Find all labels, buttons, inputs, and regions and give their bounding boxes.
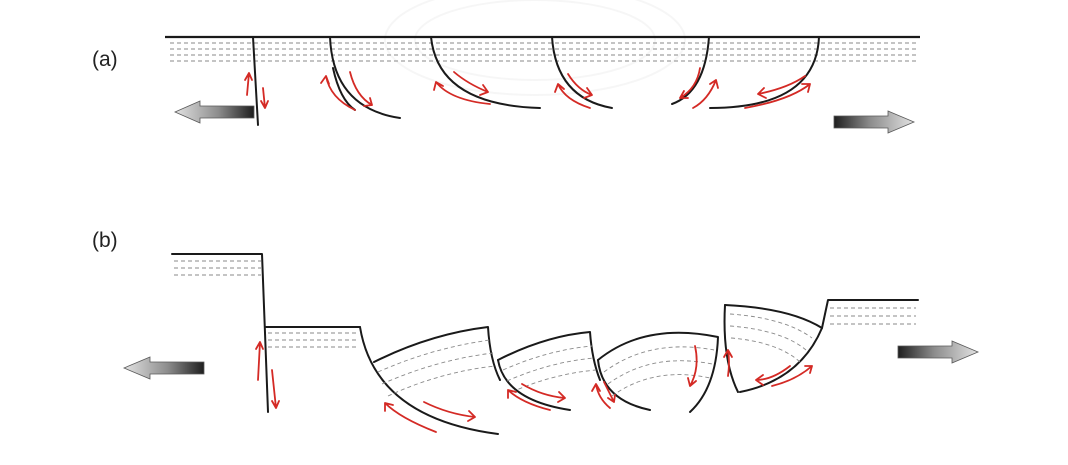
left-footwall-strata <box>174 260 261 276</box>
rotated-block <box>597 331 719 413</box>
watermark-emblem <box>384 0 686 96</box>
panel-a-slip-arrows <box>244 67 811 111</box>
listric-fault <box>430 36 541 109</box>
panel-a: (a) <box>92 35 920 134</box>
rotated-block-4-strata <box>729 313 813 363</box>
slip-arrow <box>723 349 733 377</box>
slip-arrow <box>771 365 813 387</box>
slip-arrow <box>384 402 437 433</box>
slip-arrow <box>320 75 356 111</box>
rotated-block-2-strata <box>502 345 597 393</box>
rotated-block <box>497 331 601 381</box>
extension-arrow-right <box>833 110 916 134</box>
listric-fault <box>709 36 820 109</box>
left-footwall-block <box>171 253 269 413</box>
panel-b-label: (b) <box>92 229 118 252</box>
slip-arrow <box>744 83 811 109</box>
slip-arrow <box>554 83 591 109</box>
slip-arrow <box>453 71 489 96</box>
panel-a-label: (a) <box>92 48 118 71</box>
slip-arrow <box>679 67 701 99</box>
extension-arrow-left <box>174 100 255 124</box>
right-footwall-strata <box>830 307 916 325</box>
listric-fault <box>551 36 613 109</box>
slip-arrow <box>260 87 269 109</box>
listric-fault <box>723 304 739 393</box>
slip-arrow <box>567 73 593 99</box>
right-footwall-block <box>821 299 919 329</box>
slip-arrow <box>687 345 698 387</box>
slip-arrow <box>591 383 611 409</box>
rotated-block <box>373 326 501 381</box>
slip-arrow <box>244 72 253 96</box>
panel-a-strata <box>170 42 918 62</box>
slip-arrow <box>349 71 373 107</box>
listric-fault <box>671 36 710 105</box>
rotated-block <box>724 304 823 393</box>
slip-arrow <box>433 81 491 105</box>
rotated-block-3-strata <box>603 346 715 397</box>
slip-arrow <box>521 383 566 403</box>
listric-fault <box>497 359 571 411</box>
slip-arrow <box>255 341 264 381</box>
slip-arrow <box>755 365 791 386</box>
extension-arrow-right <box>897 340 980 364</box>
rotated-block-1-strata <box>377 339 496 397</box>
planar-fault <box>252 36 259 126</box>
panel-b: (b) <box>92 229 980 435</box>
panel-b-slip-arrows <box>255 341 813 433</box>
slip-arrow <box>423 401 476 422</box>
slip-arrow <box>603 381 616 403</box>
listric-fault <box>359 326 499 435</box>
slip-arrow <box>271 369 280 409</box>
slip-arrow <box>507 389 551 411</box>
dropped-block-strata <box>268 332 358 348</box>
extension-arrow-left <box>122 356 205 380</box>
slip-arrow <box>757 75 806 99</box>
listric-fault <box>329 36 401 119</box>
listric-fault <box>597 359 651 411</box>
slip-arrow <box>692 79 719 109</box>
panel-a-faults <box>252 36 820 126</box>
